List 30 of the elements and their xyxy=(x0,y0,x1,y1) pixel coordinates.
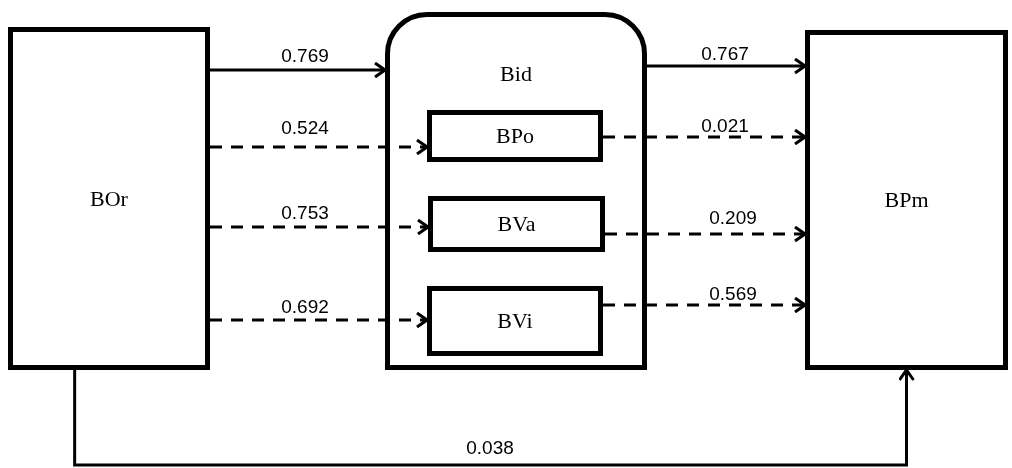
edge-label: 0.524 xyxy=(279,118,331,137)
edge-label: 0.692 xyxy=(279,297,331,316)
edge-label: 0.753 xyxy=(279,203,331,222)
node-label: BOr xyxy=(90,187,128,210)
process-box xyxy=(427,286,603,356)
dashed-arrow xyxy=(603,128,807,146)
arrow xyxy=(210,61,387,79)
edge-label: 0.767 xyxy=(699,44,751,63)
process-box xyxy=(8,27,210,370)
process-box xyxy=(427,110,603,162)
node-label: BPo xyxy=(496,125,534,147)
process-box xyxy=(428,196,605,252)
edge-label: 0.021 xyxy=(699,116,751,135)
node-label: BPm xyxy=(884,189,929,211)
node-label: Bid xyxy=(500,63,532,85)
node-label: BVi xyxy=(497,310,533,332)
arrow xyxy=(647,57,807,75)
dashed-arrow xyxy=(603,296,807,314)
rounded-container xyxy=(385,12,647,370)
edge-label: 0.209 xyxy=(707,208,759,227)
node-label: BVa xyxy=(497,213,536,235)
process-box xyxy=(805,30,1008,370)
arrow xyxy=(73,368,915,467)
dashed-arrow xyxy=(210,311,429,329)
edge-label: 0.038 xyxy=(464,438,516,457)
dashed-arrow xyxy=(210,138,429,156)
edge-label: 0.569 xyxy=(707,284,759,303)
edge-label: 0.769 xyxy=(279,46,331,65)
dashed-arrow xyxy=(210,218,430,236)
dashed-arrow xyxy=(605,225,807,243)
